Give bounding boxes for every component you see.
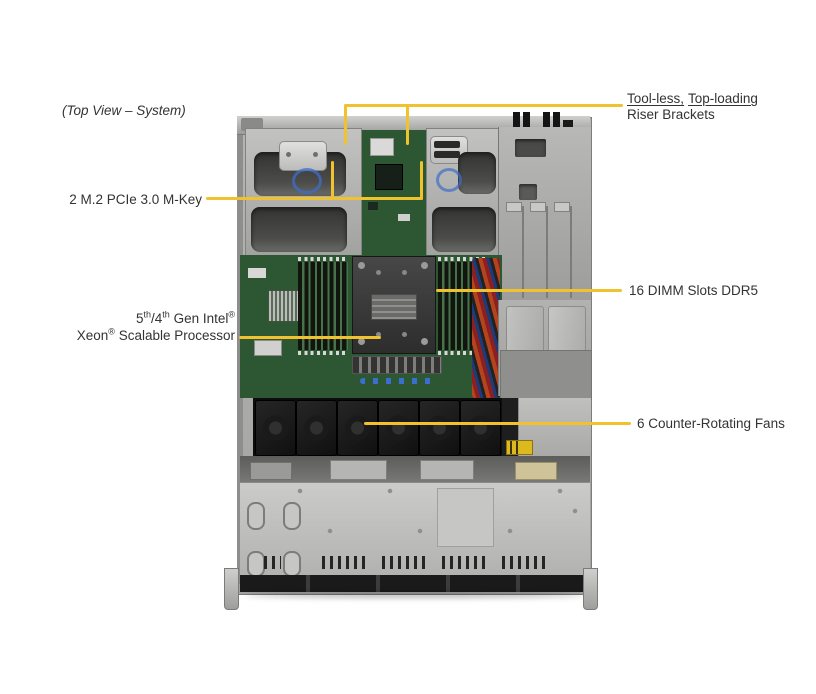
heatsink-screw [421,262,428,269]
slot-cover-groove [570,206,572,298]
front-bezel [240,575,590,592]
band-connector-tan [515,462,557,480]
slot-cover-bracket [530,202,546,212]
vent-cluster [502,556,550,569]
dimm-callout-label: 16 DIMM Slots DDR5 [629,283,759,298]
psu-vent [519,184,537,200]
m2-callout-label: 2 M.2 PCIe 3.0 M-Key [69,192,202,207]
mounting-ear-right [583,568,598,610]
heatsink-screw [358,262,365,269]
right-riser-port [434,151,460,158]
vent-cluster [322,556,370,569]
vent-cluster [264,556,281,569]
psu-clip [543,112,550,128]
band-connector [420,460,474,480]
cpu-label-seg: Xeon [76,328,109,343]
riser-pcb-connector [370,138,394,156]
heatsink-screw [421,338,428,345]
cpu-label-seg: Scalable Processor [114,328,235,343]
mobo-edge-connector [352,356,442,374]
rear-hinge [241,118,263,131]
cable-bundle [472,258,500,398]
server-top-view-image [224,110,600,615]
capacitor-row [360,378,436,384]
bezel-shadow [246,592,584,598]
psu-vent [515,139,546,157]
riser-callout-line1: Tool-less,Top-loading [627,91,797,107]
top-view-caption: (Top View – System) [62,103,186,118]
m2-callout-line-vertical [420,161,423,200]
riser-callout-label: Tool-less,Top-loading Riser Brackets [627,91,797,123]
riser-pcb-component [368,202,378,210]
slot-cover-bracket [554,202,570,212]
cpu-heatsink-label [371,294,417,320]
front-grommet [283,551,301,577]
fan-unit [419,400,460,456]
m2-callout-line-horizontal [206,197,423,200]
cpu-label-sup: th [162,309,170,320]
dimm-callout-line [436,289,622,292]
fan-unit [460,400,501,456]
front-grommet [247,502,265,530]
blue-cable-loop [292,168,322,194]
slot-cover-groove [522,206,524,298]
cpu-label-seg: /4 [151,311,163,326]
right-riser-cutout [432,207,496,252]
cpu-label-seg: 5 [136,311,144,326]
riser-pcb-component [398,214,410,221]
fans-callout-label: 6 Counter-Rotating Fans [637,416,785,431]
mobo-component [248,268,266,278]
slot-cover-bracket [506,202,522,212]
psu-clip [523,112,530,128]
riser-pcb-chip [375,164,403,190]
cpu-callout-line [239,336,381,339]
cpu-label-reg: ® [228,309,235,320]
cpu-callout-line1: 5th/4th Gen Intel® [28,310,235,327]
dimm-bank-left [298,257,348,355]
mobo-heatsink-grid [268,290,302,322]
band-connector [330,460,387,480]
power-box [500,350,592,400]
fan-unit [296,400,337,456]
fan-unit [378,400,419,456]
psu-clip [513,112,520,128]
riser-callout-line2: Riser Brackets [627,107,715,122]
riser-callout-line-vertical [344,104,347,145]
vent-cluster [442,556,490,569]
right-riser-cutout [458,152,496,194]
band-connector [250,462,292,480]
cpu-label-sup: th [143,309,152,320]
psu-clip [553,112,560,128]
fan-unit [337,400,378,456]
heatsink-screw [402,270,407,275]
front-grommet [283,502,301,530]
latch-screw [313,152,318,157]
latch-screw [286,152,291,157]
warning-sticker [506,440,533,455]
heatsink-screw [376,332,381,337]
riser-label-toolless: Tool-less, [627,91,685,106]
cpu-label-reg: ® [108,326,115,337]
blue-cable-loop [436,168,462,192]
right-riser-port [434,141,460,148]
riser-callout-line-vertical [406,104,409,145]
m2-callout-line-vertical [331,161,334,200]
cpu-label-seg: Gen Intel [169,311,229,326]
fans-callout-line [364,422,631,425]
front-grommet [247,551,265,577]
cpu-callout-line2: Xeon® Scalable Processor [28,327,235,344]
slot-cover-groove [546,206,548,298]
front-panel-outline [437,488,494,547]
mounting-ear-left [224,568,239,610]
left-riser-cutout [251,207,347,252]
fan-unit [255,400,296,456]
heatsink-screw [402,332,407,337]
heatsink-screw [358,338,365,345]
vent-cluster [382,556,430,569]
mobo-component [254,340,282,356]
cpu-callout-label: 5th/4th Gen Intel® Xeon® Scalable Proces… [28,310,235,344]
riser-callout-line-horizontal [345,104,623,107]
riser-label-toploading: Top-loading [688,91,758,106]
heatsink-screw [376,270,381,275]
